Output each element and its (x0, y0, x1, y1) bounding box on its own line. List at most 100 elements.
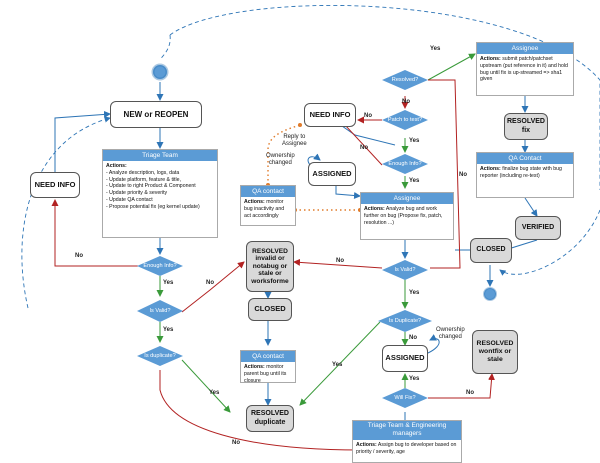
card-qa-dup-title: QA contact (241, 351, 295, 362)
card-assignee-top-actions-label: Actions: (480, 56, 501, 62)
card-triage-mgr-actions-label: Actions: (356, 442, 377, 448)
card-triage-mgr-title: Triage Team & Engineering managers (353, 421, 461, 440)
edge-no-dup-left (159, 370, 361, 454)
state-resolved-duplicate: RESOLVED duplicate (246, 405, 294, 432)
state-assigned-top: ASSIGNED (308, 162, 356, 186)
dashed-start-arrow (159, 34, 171, 61)
decision-resolved (382, 70, 428, 90)
edge-label-yes-valid-mid: Yes (409, 290, 420, 296)
state-resolved-fix: RESOLVED fix (504, 113, 548, 140)
card-assignee-top-title: Assignee (477, 43, 573, 54)
edge-label-no-valid-mid: No (336, 258, 344, 264)
triage-item: - Update QA contact (106, 196, 153, 203)
decision-will-fix (382, 388, 428, 408)
state-resolved-wontfix: RESOLVED wontfix or stale (472, 330, 518, 374)
card-qa-right-actions-label: Actions: (480, 166, 501, 172)
triage-item: - Update priority & severity (106, 190, 168, 196)
end-node (483, 287, 497, 301)
edge-label-yes-resolved: Yes (430, 46, 441, 52)
edge-label-no-dup-mid: No (409, 335, 417, 341)
state-new-reopen: NEW or REOPEN (110, 101, 202, 128)
card-qa-right-title: QA Contact (477, 153, 573, 164)
decision-patch-to-test (382, 110, 428, 130)
card-triage-managers: Triage Team & Engineering managers Actio… (352, 420, 462, 463)
annotation-reply-to-assignee: Reply to Assignee (282, 134, 307, 148)
edge-label-yes-patch: Yes (409, 138, 420, 144)
edge-label-yes-dup-left: Yes (209, 390, 220, 396)
edge-label-no-enough-left: No (75, 253, 83, 259)
card-qa-right-text: finalize bug state with bug reporter (in… (480, 166, 562, 179)
edge-label-no-valid-left: No (206, 280, 214, 286)
card-triage-mgr-text: Assign bug to developer based on priorit… (356, 442, 457, 455)
triage-item: - Propose potential fix (eg kernel updat… (106, 203, 200, 210)
edge-label-yes-enough-left: Yes (163, 280, 174, 286)
edge-label-no-long: No (459, 172, 467, 178)
card-assignee-top: Assignee Actions: submit patch/patchset … (476, 42, 574, 96)
edge-label-no-willfix: No (466, 390, 474, 396)
card-qa-left-actions-label: Actions: (244, 199, 265, 205)
triage-item: - Update platform, feature & title, (106, 176, 181, 183)
state-assigned-bottom: ASSIGNED (382, 345, 428, 372)
decision-is-valid-mid (382, 260, 428, 280)
triage-item: - Analyze description, logs, data (106, 169, 180, 176)
card-triage-body: Actions:- Analyze description, logs, dat… (103, 161, 217, 212)
decision-is-duplicate-mid (378, 310, 432, 332)
edge-label-yes-enough-mid: Yes (409, 178, 420, 184)
edge-no-willfix (428, 373, 495, 399)
card-qa-contact-left: QA contact Actions: monitor bug inactivi… (240, 185, 296, 226)
decision-is-valid-left (137, 300, 183, 322)
edge-no-valid-left (181, 261, 245, 313)
card-qa-left-title: QA contact (241, 186, 295, 197)
orange-dot (298, 123, 302, 127)
edge-label-no-patch: No (364, 113, 372, 119)
triage-item: - Update to right Product & Component (106, 183, 196, 190)
decision-is-duplicate-left (137, 346, 183, 366)
decision-enough-info-left (137, 256, 183, 276)
edge-label-yes-dup-mid: Yes (332, 362, 343, 368)
card-qa-contact-right: QA Contact Actions: finalize bug state w… (476, 152, 574, 198)
edge-label-no-dup-left: No (232, 440, 240, 446)
dashed-reopen-loop (21, 116, 111, 309)
edge-label-no-resolved: No (402, 99, 410, 105)
card-assignee-mid-actions-label: Actions: (364, 206, 385, 212)
edge-qaright-verified (524, 197, 538, 217)
card-assignee-top-text: submit patch/patchset upstream (put refe… (480, 56, 568, 83)
card-qa-dup-text: monitor parent bug until its closure (244, 364, 287, 384)
edge-yes-resolved (427, 53, 476, 81)
annotation-ownership-changed-top: Ownership changed (266, 153, 295, 167)
edge-label-yes-valid-left: Yes (163, 327, 174, 333)
edge-yes-dup-left (181, 359, 231, 413)
edge-no-resolved-long (428, 79, 461, 269)
start-node (151, 63, 169, 81)
card-assignee-mid-text: Analyze bug and work further on bug (Pro… (364, 206, 443, 226)
annotation-ownership-changed-bottom: Ownership changed (436, 327, 465, 341)
card-assignee-mid: Assignee Actions: Analyze bug and work f… (360, 192, 454, 240)
edge-label-yes-willfix: Yes (409, 376, 420, 382)
state-closed-mid: CLOSED (248, 298, 292, 321)
decision-enough-info-mid (382, 154, 428, 174)
dashed-right-loop (499, 209, 600, 276)
state-closed-right: CLOSED (470, 238, 512, 263)
card-qa-dup-actions-label: Actions: (244, 364, 265, 370)
state-verified: VERIFIED (515, 216, 561, 240)
state-need-info-left: NEED INFO (30, 172, 80, 198)
card-assignee-mid-title: Assignee (361, 193, 453, 204)
state-resolved-invalid: RESOLVED invalid or notabug or stale or … (246, 241, 294, 292)
edge-assigned-top-assignee (335, 184, 361, 199)
card-qa-left-text: monitor bug inactivity and act according… (244, 199, 285, 219)
edge-no-enough-mid (344, 124, 383, 166)
card-triage-title: Triage Team (103, 150, 217, 161)
card-triage-actions-label: Actions: (106, 163, 127, 169)
edge-needinfo-left-new (54, 110, 111, 172)
edge-needinfo-mid-assignee (341, 125, 396, 146)
dashed-top-loop (169, 5, 600, 190)
card-triage-team: Triage Team Actions:- Analyze descriptio… (102, 149, 218, 238)
edge-ownership-bottom (427, 334, 440, 354)
card-qa-contact-dup: QA contact Actions: monitor parent bug u… (240, 350, 296, 384)
edge-no-enough-left (51, 199, 138, 267)
edge-no-valid-mid (293, 258, 383, 269)
edge-label-no-enough-mid: No (360, 145, 368, 151)
state-need-info-mid: NEED INFO (304, 103, 356, 127)
edge-yes-dup-mid (299, 321, 381, 406)
